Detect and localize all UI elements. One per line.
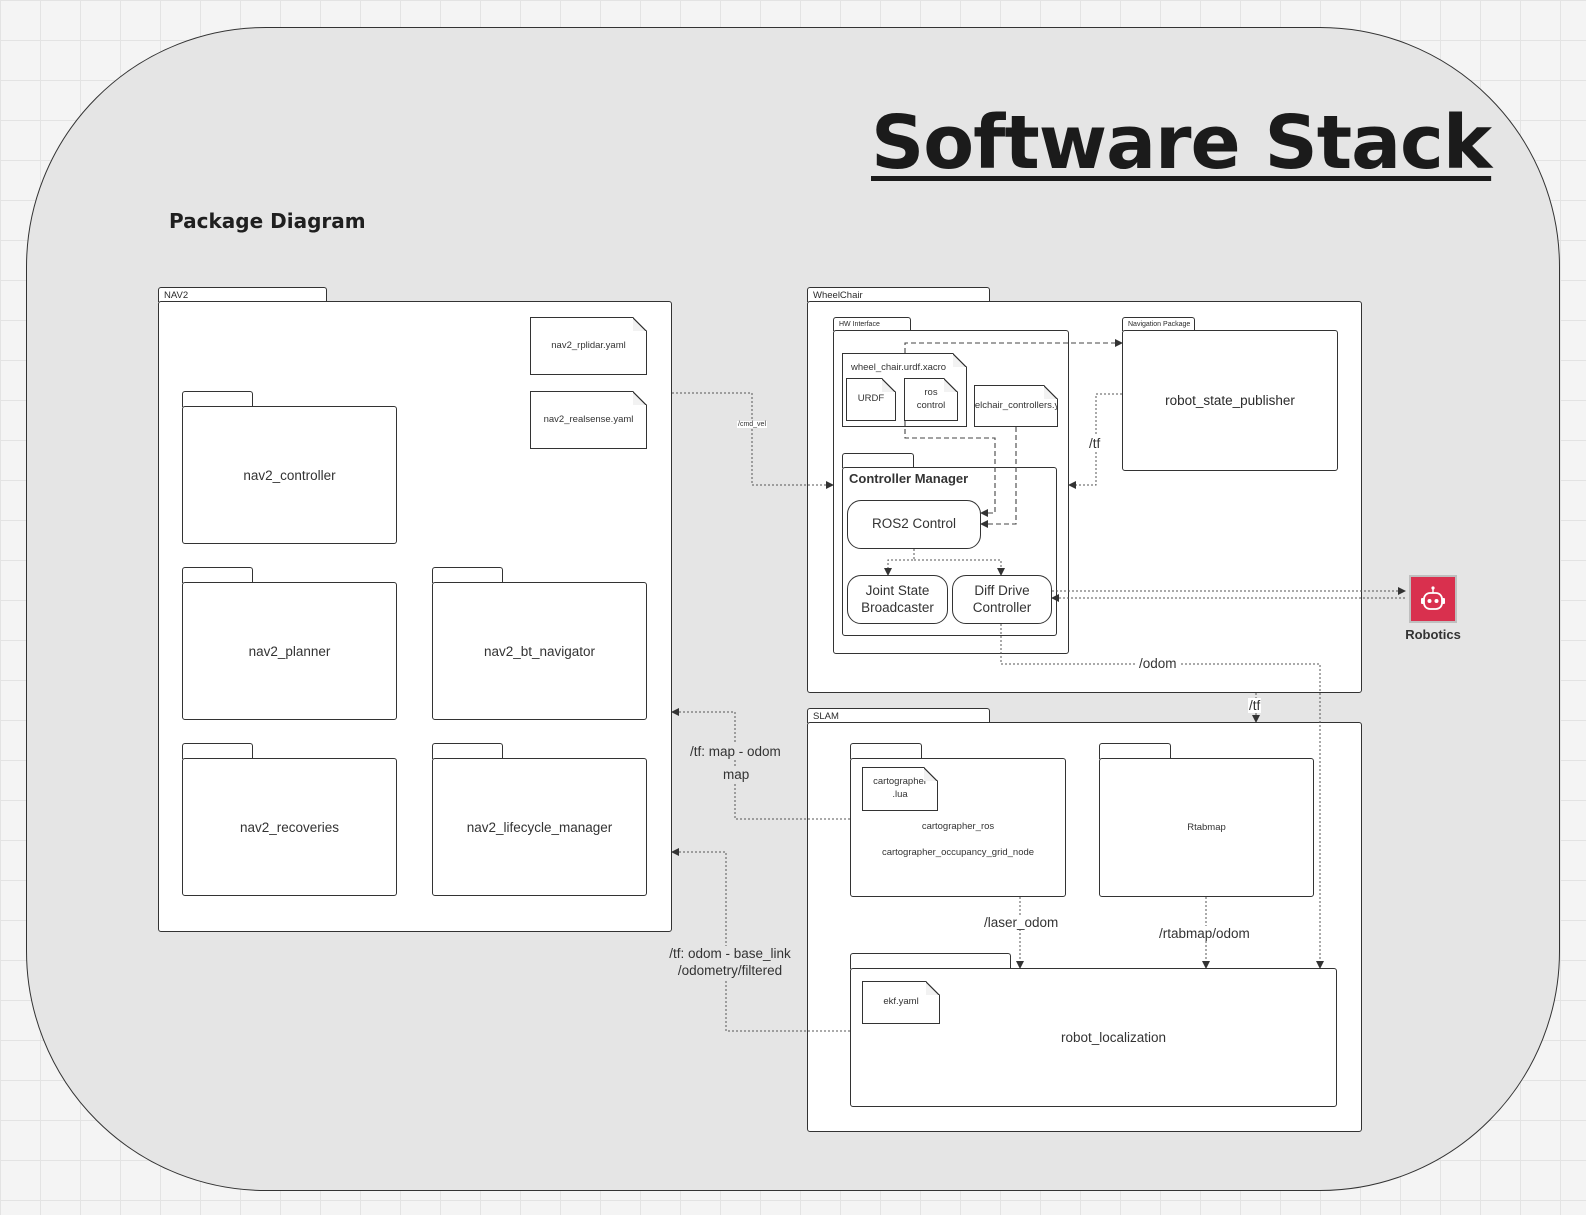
urdf-file: URDF <box>846 378 896 421</box>
odom-connector <box>1000 624 1324 969</box>
file-label: nav2_rplidar.yaml <box>551 339 626 351</box>
tf-odom-base-link-text: /tf: odom - base_link <box>669 946 791 961</box>
cmd-vel-label: /cmd_vel <box>737 421 768 428</box>
ros-control-to-ros2-control <box>904 421 996 517</box>
ros2-control-to-ddc <box>914 559 1005 576</box>
odometry-filtered-text: /odometry/filtered <box>677 962 783 978</box>
folder-tab <box>432 743 503 759</box>
nav2-controller-folder: nav2_controller <box>182 406 397 544</box>
diff-drive-controller-node: Diff Drive Controller <box>952 575 1052 624</box>
folder-label: nav2_recoveries <box>239 819 340 835</box>
map-connector <box>671 708 850 820</box>
laser-odom-label: /laser_odom <box>982 915 1061 930</box>
file-label: wheelchair_controllers.yaml <box>957 399 1075 411</box>
cartographer-ros-label: cartographer_ros <box>921 821 995 832</box>
folder-tab <box>182 567 253 583</box>
node-label: robot_state_publisher <box>1165 393 1295 408</box>
file-label: nav2_realsense.yaml <box>543 413 634 425</box>
node-label: Joint State Broadcaster <box>861 582 934 615</box>
wheelchair-controllers-yaml: wheelchair_controllers.yaml <box>974 385 1058 427</box>
tf-map-odom-label: /tf: map - odom <box>688 744 783 759</box>
node-label: Diff Drive Controller <box>972 582 1032 615</box>
ros-control-file: ros control <box>904 378 958 421</box>
folder-tab <box>842 453 914 468</box>
folder-tab <box>182 391 253 407</box>
folder-tab <box>850 743 922 759</box>
folder-label: nav2_lifecycle_manager <box>466 819 613 835</box>
folder-label: nav2_controller <box>243 467 336 483</box>
file-label: URDF <box>857 393 885 405</box>
folder-tab <box>182 743 253 759</box>
tf-odom-base-link-label: /tf: odom - base_link /odometry/filtered <box>660 946 800 980</box>
nav2-lifecycle-manager-folder: nav2_lifecycle_manager <box>432 758 647 896</box>
navigation-package-tab: Navigation Package <box>1122 317 1195 331</box>
folder-tab <box>1099 743 1171 759</box>
ros2-control-node: ROS2 Control <box>847 500 981 549</box>
hw-interface-tab: HW Interface <box>833 317 911 331</box>
file-label: ekf.yaml <box>883 996 919 1008</box>
ros2-control-to-jsb <box>884 549 915 576</box>
controller-manager-label: Controller Manager <box>849 471 969 486</box>
rtabmap-folder: Rtabmap <box>1099 758 1314 897</box>
tf-label: /tf <box>1088 436 1102 451</box>
nav2-recoveries-folder: nav2_recoveries <box>182 758 397 896</box>
robotics-label: Robotics <box>1405 627 1461 642</box>
map-label: map <box>721 767 752 782</box>
odom-label: /odom <box>1136 656 1180 671</box>
cmd-vel-connector <box>672 392 834 489</box>
nav2-package-tab: NAV2 <box>158 287 327 302</box>
folder-label: Rtabmap <box>1187 822 1226 833</box>
folder-label: nav2_bt_navigator <box>483 643 596 659</box>
file-label: ros control <box>916 386 946 411</box>
odometry-connector <box>671 848 850 1032</box>
rtabmap-odom-label: /rtabmap/odom <box>1157 926 1252 941</box>
folder-label: robot_localization <box>1060 1030 1167 1045</box>
wheelchair-package-tab: WheelChair <box>807 287 990 302</box>
page-title: Software Stack <box>871 100 1492 186</box>
controllers-yaml-to-ros2-control <box>980 427 1017 528</box>
robotics-badge <box>1409 575 1457 623</box>
cartographer-occupancy-grid-label: cartographer_occupancy_grid_node <box>881 847 1035 858</box>
file-label: cartographer .lua <box>873 776 927 800</box>
nav2-bt-navigator-folder: nav2_bt_navigator <box>432 582 647 720</box>
folder-label: nav2_planner <box>248 643 331 659</box>
slam-package-tab: SLAM <box>807 708 990 723</box>
file-label: wheel_chair.urdf.xacro <box>851 362 947 373</box>
joint-state-broadcaster-node: Joint State Broadcaster <box>847 575 948 624</box>
nav2-planner-folder: nav2_planner <box>182 582 397 720</box>
folder-tab <box>432 567 503 583</box>
cartographer-lua-file: cartographer .lua <box>862 767 938 811</box>
folder-tab <box>850 953 1011 969</box>
xacro-to-navigation-connector <box>904 339 1123 353</box>
tf-connector <box>1068 393 1122 489</box>
diagram-subtitle: Package Diagram <box>169 209 366 233</box>
nav2-realsense-yaml: nav2_realsense.yaml <box>530 391 647 449</box>
robot-icon <box>1421 586 1445 610</box>
tf-slam-label: /tf <box>1248 698 1262 713</box>
node-label: ROS2 Control <box>871 516 957 532</box>
robot-state-publisher-node: robot_state_publisher <box>1122 330 1338 471</box>
